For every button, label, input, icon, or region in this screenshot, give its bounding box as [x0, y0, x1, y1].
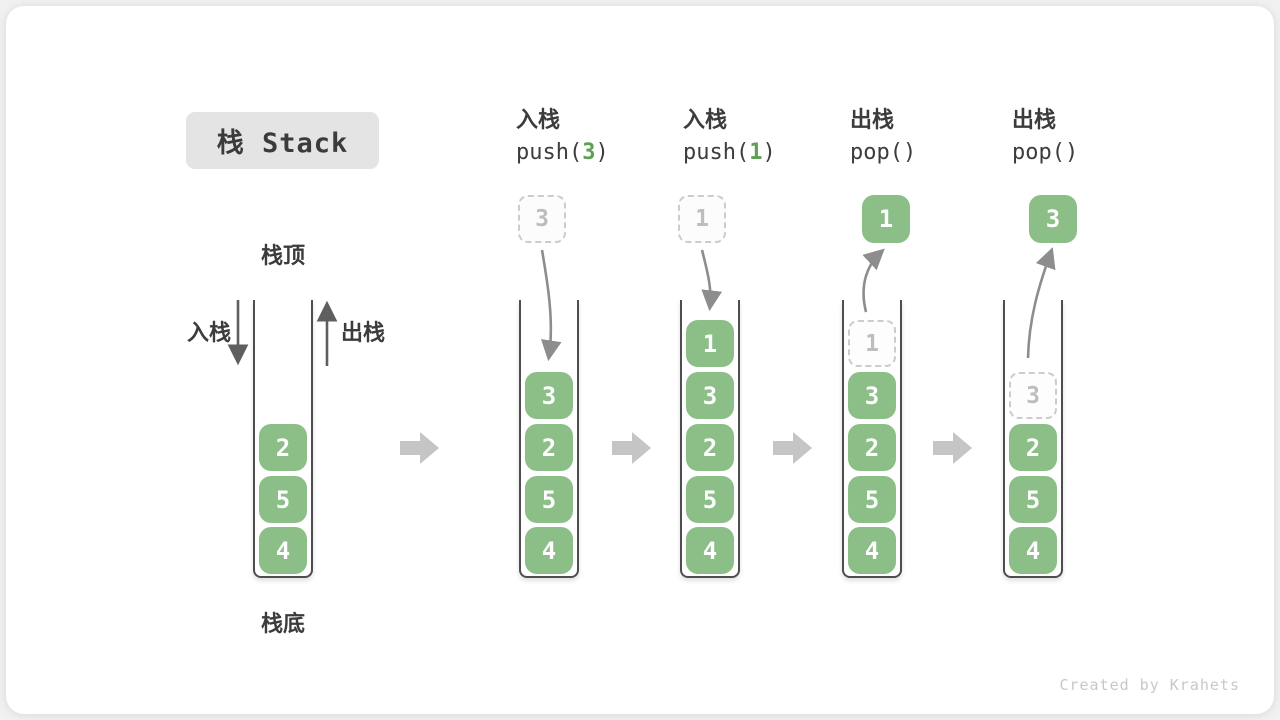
ghost-element: 3	[1009, 372, 1057, 419]
diagram-title: 栈 Stack	[186, 112, 379, 169]
op-header-code: pop()	[1012, 140, 1079, 165]
push-direction-label: 入栈	[186, 320, 231, 345]
stack-element: 2	[525, 424, 573, 471]
next-state-arrow-icon	[612, 432, 651, 464]
popped-element: 3	[1029, 195, 1077, 243]
watermark: Created by Krahets	[1059, 676, 1240, 694]
stack-element: 1	[686, 320, 734, 367]
stack-element: 5	[525, 476, 573, 523]
stack-element: 5	[848, 476, 896, 523]
next-state-arrow-icon	[773, 432, 812, 464]
stack-element: 4	[525, 527, 573, 574]
stack-element: 2	[259, 424, 307, 471]
stack-container-pop-1: 1 3 2 5 4	[842, 300, 902, 578]
stack-container-push-3: 3 2 5 4	[519, 300, 579, 578]
op-header-code: pop()	[850, 140, 917, 165]
next-state-arrow-icon	[933, 432, 972, 464]
stack-element: 4	[1009, 527, 1057, 574]
op-header-push-1: 入栈 push(1)	[683, 105, 853, 169]
stack-bottom-label: 栈底	[260, 611, 305, 636]
op-header-cn: 出栈	[850, 107, 895, 132]
stack-element: 2	[848, 424, 896, 471]
stack-element: 2	[1009, 424, 1057, 471]
stack-container-push-1: 1 3 2 5 4	[680, 300, 740, 578]
pop-direction-label: 出栈	[341, 320, 386, 345]
stack-element: 3	[686, 372, 734, 419]
pending-element: 1	[678, 195, 726, 243]
popped-element: 1	[862, 195, 910, 243]
stack-container-initial: 2 5 4	[253, 300, 313, 578]
stack-element: 5	[686, 476, 734, 523]
ghost-element: 1	[848, 320, 896, 367]
op-header-cn: 入栈	[516, 107, 561, 132]
op-header-cn: 入栈	[683, 107, 728, 132]
stack-element: 5	[259, 476, 307, 523]
stack-container-pop-2: 3 2 5 4	[1003, 300, 1063, 578]
stack-element: 4	[686, 527, 734, 574]
op-header-pop-2: 出栈 pop()	[1012, 105, 1182, 169]
op-header-code: push(1)	[683, 140, 776, 165]
stack-element: 3	[525, 372, 573, 419]
stack-element: 5	[1009, 476, 1057, 523]
stack-top-label: 栈顶	[260, 243, 305, 268]
op-header-pop-1: 出栈 pop()	[850, 105, 1020, 169]
stack-element: 4	[848, 527, 896, 574]
stack-element: 3	[848, 372, 896, 419]
pending-element: 3	[518, 195, 566, 243]
next-state-arrow-icon	[400, 432, 439, 464]
op-header-push-3: 入栈 push(3)	[516, 105, 686, 169]
op-header-code: push(3)	[516, 140, 609, 165]
stack-element: 4	[259, 527, 307, 574]
op-header-cn: 出栈	[1012, 107, 1057, 132]
stack-element: 2	[686, 424, 734, 471]
